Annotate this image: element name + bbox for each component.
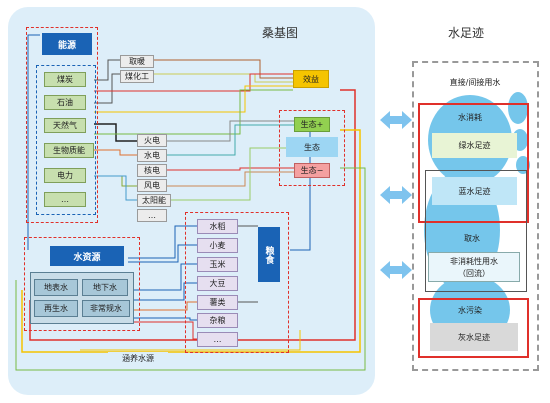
water-group: [24, 237, 140, 331]
blue-frame: [425, 170, 527, 292]
blue-footprint: 蓝水足迹: [432, 177, 517, 205]
water-item: 地下水: [82, 279, 128, 296]
process-item: 取暖: [120, 55, 154, 68]
footprint-header: 直接/间接用水: [449, 77, 501, 87]
grain-node: 粮食: [258, 227, 280, 282]
pollution-box: [418, 298, 529, 358]
water-header: 水资源: [50, 246, 124, 266]
energy-item: 煤炭: [44, 72, 86, 87]
withdrawal-label: 取水: [464, 233, 480, 243]
nonconsumptive-line2: （回流）: [458, 268, 490, 278]
energy-items-frame: [36, 65, 96, 215]
eco-group: [279, 110, 345, 186]
energy-item: …: [44, 192, 86, 207]
power-item: …: [137, 209, 167, 222]
consumption-box: [418, 103, 529, 223]
power-item: 风电: [137, 179, 167, 192]
grey-footprint: 灰水足迹: [430, 323, 518, 351]
crop-item: 大豆: [197, 276, 238, 291]
consumption-label: 水消耗: [458, 112, 482, 122]
benefit-node: 效益: [293, 70, 329, 88]
power-item: 核电: [137, 164, 167, 177]
energy-group: [26, 27, 98, 223]
power-item: 火电: [137, 134, 167, 147]
energy-item: 生物质能: [44, 143, 94, 158]
energy-header: 能源: [42, 33, 92, 55]
sankey-title: 桑基图: [262, 26, 299, 40]
process-item: 煤化工: [120, 70, 154, 83]
eco-positive: 生态+: [294, 117, 330, 132]
eco-negative: 生态−: [294, 163, 330, 178]
pollution-label: 水污染: [458, 305, 482, 315]
crop-item: 薯类: [197, 295, 238, 310]
crop-item: 玉米: [197, 257, 238, 272]
power-item: 太阳能: [137, 194, 171, 207]
nonconsumptive-box: [428, 252, 520, 282]
power-item: 水电: [137, 149, 167, 162]
crop-item: …: [197, 332, 238, 347]
water-item: 地表水: [34, 279, 78, 296]
footprint-title: 水足迹: [448, 26, 485, 40]
water-item: 再生水: [34, 300, 78, 317]
green-footprint: 绿水足迹: [432, 133, 517, 158]
crop-item: 小麦: [197, 238, 238, 253]
energy-item: 石油: [44, 95, 86, 110]
conservation-label: 涵养水源: [108, 352, 168, 364]
crop-item: 杂粮: [197, 313, 238, 328]
crop-group: [185, 212, 289, 353]
energy-item: 天然气: [44, 118, 86, 133]
energy-item: 电力: [44, 168, 86, 183]
eco-neutral: 生态: [286, 137, 338, 157]
crop-item: 水稻: [197, 219, 238, 234]
water-item: 非常规水: [82, 300, 130, 317]
nonconsumptive-line1: 非消耗性用水: [450, 256, 498, 266]
